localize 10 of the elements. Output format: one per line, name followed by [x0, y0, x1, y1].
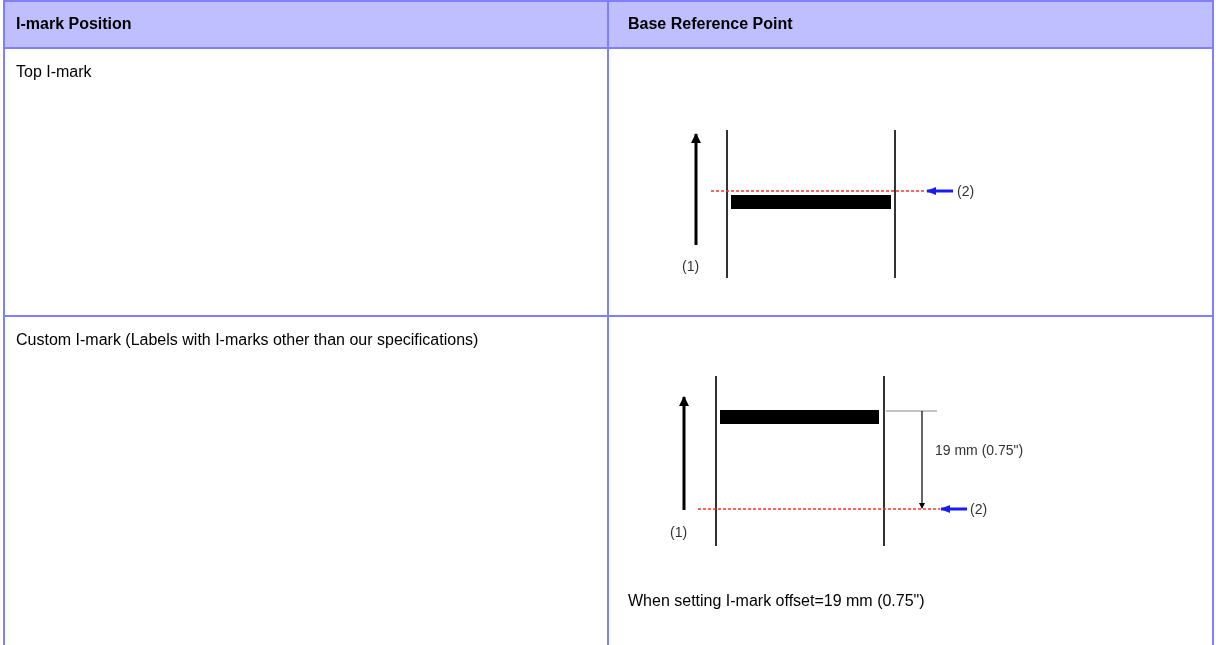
- dimension-label: 19 mm (0.75"): [935, 441, 1024, 460]
- cell-text: Top I-mark: [16, 62, 92, 82]
- column-header: Base Reference Point: [628, 14, 793, 34]
- column-header: I-mark Position: [16, 14, 132, 34]
- cell-text: Custom I-mark (Labels with I-marks other than our specifications): [16, 330, 480, 350]
- callout-number: (2): [957, 182, 975, 201]
- callout-number: (2): [970, 500, 988, 519]
- callout-number: (1): [682, 257, 700, 276]
- callout-number: (1): [670, 523, 688, 542]
- cell-text: When setting I-mark offset=19 mm (0.75"): [628, 591, 925, 611]
